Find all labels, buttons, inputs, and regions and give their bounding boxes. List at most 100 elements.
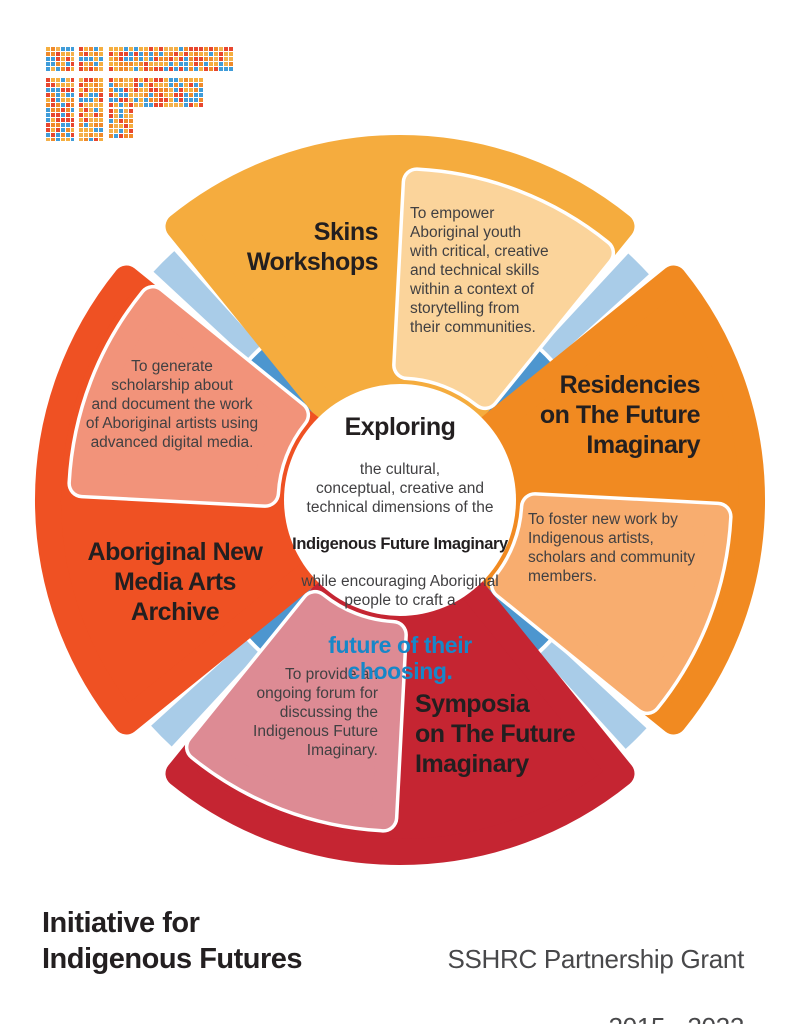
logo-cell — [71, 67, 74, 71]
logo-cell — [129, 52, 133, 56]
logo-cell — [194, 62, 198, 66]
logo-cell — [169, 57, 173, 61]
logo-cell — [119, 134, 123, 138]
logo-cell — [139, 98, 143, 102]
logo-cell — [46, 118, 50, 122]
logo-cell — [56, 108, 60, 112]
logo-piece-2 — [109, 47, 234, 73]
logo-cell — [124, 103, 128, 107]
logo-cell — [139, 83, 143, 87]
logo-cell — [94, 118, 98, 122]
logo-cell — [79, 133, 83, 137]
logo-cell — [184, 62, 188, 66]
logo-cell — [119, 103, 123, 107]
logo-cell — [119, 52, 123, 56]
logo-cell — [79, 47, 83, 51]
logo-cell — [164, 47, 168, 51]
center-bold-phrase: Indigenous Future Imaginary — [292, 535, 508, 553]
logo-cell — [144, 103, 148, 107]
logo-cell — [129, 114, 133, 118]
logo-cell — [114, 83, 118, 87]
logo-cell — [159, 83, 163, 87]
logo-cell — [209, 52, 213, 56]
logo-cell — [61, 93, 65, 97]
logo-cell — [129, 67, 133, 71]
logo-cell — [99, 108, 103, 112]
logo-cell — [109, 124, 113, 128]
logo-cell — [209, 47, 213, 51]
logo-cell — [109, 109, 113, 113]
logo-cell — [89, 78, 93, 82]
grant-years: 2015 - 2022 — [447, 1010, 745, 1024]
logo-cell — [61, 103, 65, 107]
logo-cell — [66, 98, 70, 102]
logo-cell — [84, 62, 88, 66]
logo-cell — [51, 103, 55, 107]
logo-cell — [46, 93, 50, 97]
logo-cell — [109, 119, 113, 123]
logo-cell — [61, 47, 65, 51]
logo-cell — [129, 129, 133, 133]
logo-cell — [124, 109, 128, 113]
logo-cell — [109, 47, 113, 51]
logo-cell — [144, 57, 148, 61]
logo-cell — [89, 103, 93, 107]
logo-cell — [71, 138, 74, 141]
logo-cell — [129, 93, 133, 97]
logo-cell — [189, 67, 193, 71]
logo-cell — [79, 88, 83, 92]
logo-cell — [134, 57, 138, 61]
logo-cell — [144, 98, 148, 102]
logo-cell — [119, 109, 123, 113]
logo-cell — [169, 98, 173, 102]
logo-cell — [159, 93, 163, 97]
logo-piece-5 — [109, 78, 203, 109]
logo-cell — [144, 83, 148, 87]
logo-cell — [154, 98, 158, 102]
logo-cell — [169, 88, 173, 92]
logo-cell — [89, 47, 93, 51]
logo-cell — [79, 52, 83, 56]
logo-cell — [199, 98, 203, 102]
logo-cell — [224, 67, 228, 71]
logo-cell — [169, 47, 173, 51]
logo-cell — [94, 67, 98, 71]
skins-divider-band-outer — [153, 251, 261, 359]
logo-cell — [56, 62, 60, 66]
logo-cell — [84, 98, 88, 102]
logo-cell — [229, 47, 233, 51]
logo-cell — [169, 62, 173, 66]
logo-cell — [129, 83, 133, 87]
logo-cell — [164, 93, 168, 97]
logo-cell — [99, 98, 103, 102]
logo-cell — [204, 67, 208, 71]
logo-cell — [46, 103, 50, 107]
logo-cell — [184, 57, 188, 61]
logo-cell — [84, 133, 88, 137]
logo-cell — [61, 118, 65, 122]
logo-cell — [89, 133, 93, 137]
logo-cell — [154, 78, 158, 82]
logo-cell — [149, 93, 153, 97]
logo-cell — [154, 88, 158, 92]
logo-cell — [179, 78, 183, 82]
logo-cell — [94, 83, 98, 87]
logo-cell — [139, 78, 143, 82]
logo-cell — [139, 47, 143, 51]
logo-cell — [46, 123, 50, 127]
logo-cell — [129, 124, 133, 128]
logo-cell — [84, 103, 88, 107]
logo-cell — [134, 83, 138, 87]
logo-cell — [109, 103, 113, 107]
logo-cell — [184, 88, 188, 92]
archive-description: To generate scholarship about and docume… — [85, 358, 259, 451]
logo-cell — [89, 118, 93, 122]
logo-cell — [56, 93, 60, 97]
logo-cell — [51, 52, 55, 56]
logo-cell — [194, 88, 198, 92]
logo-cell — [169, 67, 173, 71]
logo-cell — [219, 57, 223, 61]
logo-cell — [179, 47, 183, 51]
logo-cell — [114, 78, 118, 82]
